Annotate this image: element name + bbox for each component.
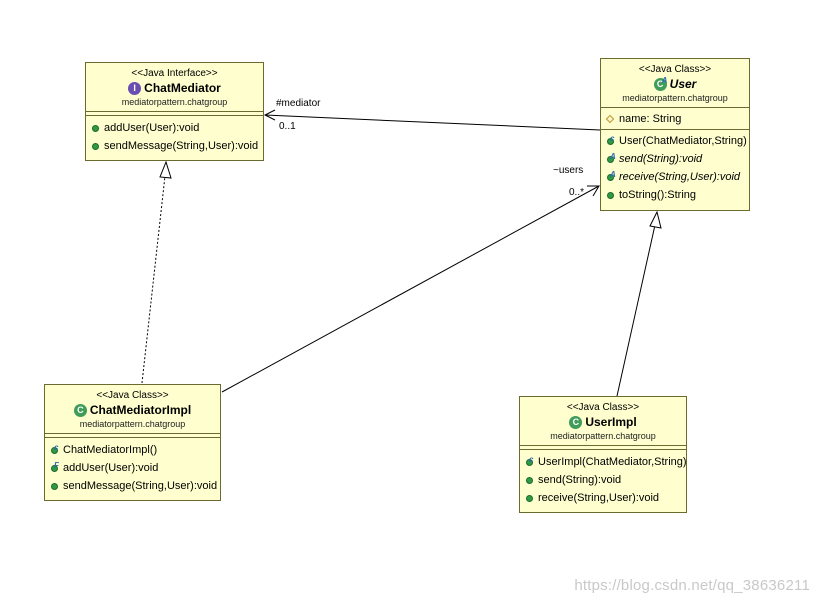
method-row[interactable]: send(String):void	[524, 471, 682, 489]
method-row[interactable]: F addUser(User):void	[49, 459, 216, 477]
public-method-icon	[524, 475, 534, 485]
method-row[interactable]: addUser(User):void	[90, 119, 259, 137]
method-row[interactable]: sendMessage(String,User):void	[49, 477, 217, 495]
method-compartment: c User(ChatMediator,String) A send(Strin…	[601, 130, 749, 206]
method-row[interactable]: A send(String):void	[605, 150, 745, 168]
package-label: mediatorpattern.chatgroup	[550, 431, 656, 441]
package-label: mediatorpattern.chatgroup	[121, 97, 228, 107]
package-label: mediatorpattern.chatgroup	[622, 93, 728, 103]
generalization-arrowhead	[649, 210, 662, 229]
class-icon: C	[569, 415, 583, 429]
mediator-multiplicity-label: 0..1	[279, 121, 296, 132]
constructor-icon: c	[49, 443, 59, 455]
realization-line	[141, 175, 166, 384]
attribute-compartment	[86, 111, 263, 116]
class-box-userimpl[interactable]: <<Java Class>> C UserImpl mediatorpatter…	[519, 396, 687, 513]
class-name: C UserImpl	[520, 414, 686, 430]
method-compartment: c ChatMediatorImpl() F addUser(User):voi…	[45, 438, 220, 497]
class-name: C ChatMediatorImpl	[45, 402, 220, 418]
method-row[interactable]: c ChatMediatorImpl()	[49, 441, 216, 459]
class-icon: C	[73, 403, 87, 417]
final-method-icon: F	[49, 461, 59, 473]
method-row[interactable]: sendMessage(String,User):void	[90, 137, 259, 155]
mediator-role-label: #mediator	[276, 98, 321, 109]
public-method-icon	[524, 493, 534, 503]
method-compartment: c UserImpl(ChatMediator,String) send(Str…	[520, 450, 687, 509]
watermark-text: https://blog.csdn.net/qq_38636211	[574, 577, 810, 594]
constructor-icon: c	[605, 134, 615, 146]
users-multiplicity-label: 0..*	[569, 187, 585, 198]
public-method-icon	[49, 481, 59, 491]
stereotype-label: <<Java Interface>>	[131, 68, 218, 79]
abstract-method-icon: A	[605, 170, 616, 182]
abstract-method-icon: A	[605, 152, 616, 164]
class-box-chatmediator[interactable]: <<Java Interface>> I ChatMediator mediat…	[85, 62, 264, 161]
public-method-icon	[90, 141, 100, 151]
method-row[interactable]: c UserImpl(ChatMediator,String)	[524, 453, 687, 471]
method-row[interactable]: c User(ChatMediator,String)	[605, 132, 747, 150]
mediator-association-line	[264, 114, 601, 131]
realization-arrowhead	[159, 160, 172, 179]
users-association-line	[221, 185, 600, 393]
method-compartment: addUser(User):void sendMessage(String,Us…	[86, 116, 263, 157]
method-row[interactable]: receive(String,User):void	[524, 489, 682, 507]
class-box-chatmediatorimpl[interactable]: <<Java Class>> C ChatMediatorImpl mediat…	[44, 384, 221, 501]
field-row[interactable]: name: String	[605, 110, 745, 128]
stereotype-label: <<Java Class>>	[638, 64, 712, 75]
class-name: I ChatMediator	[86, 80, 263, 96]
attribute-compartment	[520, 445, 686, 450]
users-role-label: ~users	[553, 165, 584, 176]
method-row[interactable]: A receive(String,User):void	[605, 168, 745, 186]
method-row[interactable]: toString():String	[605, 186, 745, 204]
package-label: mediatorpattern.chatgroup	[79, 419, 186, 429]
attribute-compartment	[45, 433, 220, 438]
mediator-association-arrowhead	[263, 109, 276, 121]
generalization-line	[616, 224, 656, 397]
attribute-compartment: name: String	[601, 108, 749, 129]
public-method-icon	[90, 123, 100, 133]
protected-field-icon	[605, 114, 615, 124]
stereotype-label: <<Java Class>>	[96, 390, 169, 401]
constructor-icon: c	[524, 455, 534, 467]
public-method-icon	[605, 190, 615, 200]
stereotype-label: <<Java Class>>	[566, 402, 640, 413]
interface-icon: I	[128, 81, 142, 95]
users-association-arrowhead	[587, 185, 600, 197]
